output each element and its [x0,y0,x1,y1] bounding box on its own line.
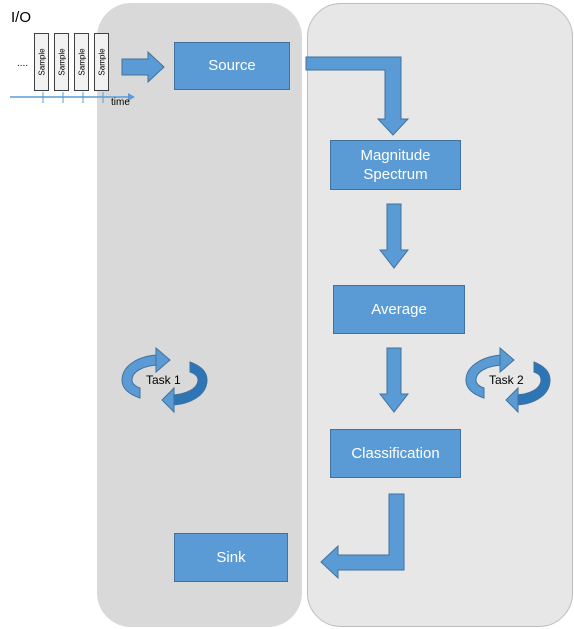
task2-label: Task 2 [489,373,524,387]
io-ellipsis: .... [17,58,29,69]
average-block[interactable]: Average [333,285,465,334]
task2-cycle-icon [465,346,551,414]
source-block[interactable]: Source [174,42,290,90]
time-axis-label: time [111,97,130,108]
average-to-classification-arrow [378,347,410,413]
task1-panel [97,3,302,627]
sample-box: Sample [54,33,69,91]
sample-box: Sample [74,33,89,91]
sample-box: Sample [34,33,49,91]
sample-box: Sample [94,33,109,91]
classification-to-sink-arrow [320,493,405,580]
task1-cycle-icon [121,346,208,414]
source-to-spectrum-arrow [305,56,410,136]
time-axis [10,92,135,103]
classification-block[interactable]: Classification [330,429,461,478]
task1-label: Task 1 [146,373,181,387]
sink-block[interactable]: Sink [174,533,288,582]
spectrum-to-average-arrow [378,203,410,269]
io-title: I/O [11,9,32,26]
input-arrow [121,50,165,84]
magnitude-spectrum-block[interactable]: Magnitude Spectrum [330,140,461,190]
